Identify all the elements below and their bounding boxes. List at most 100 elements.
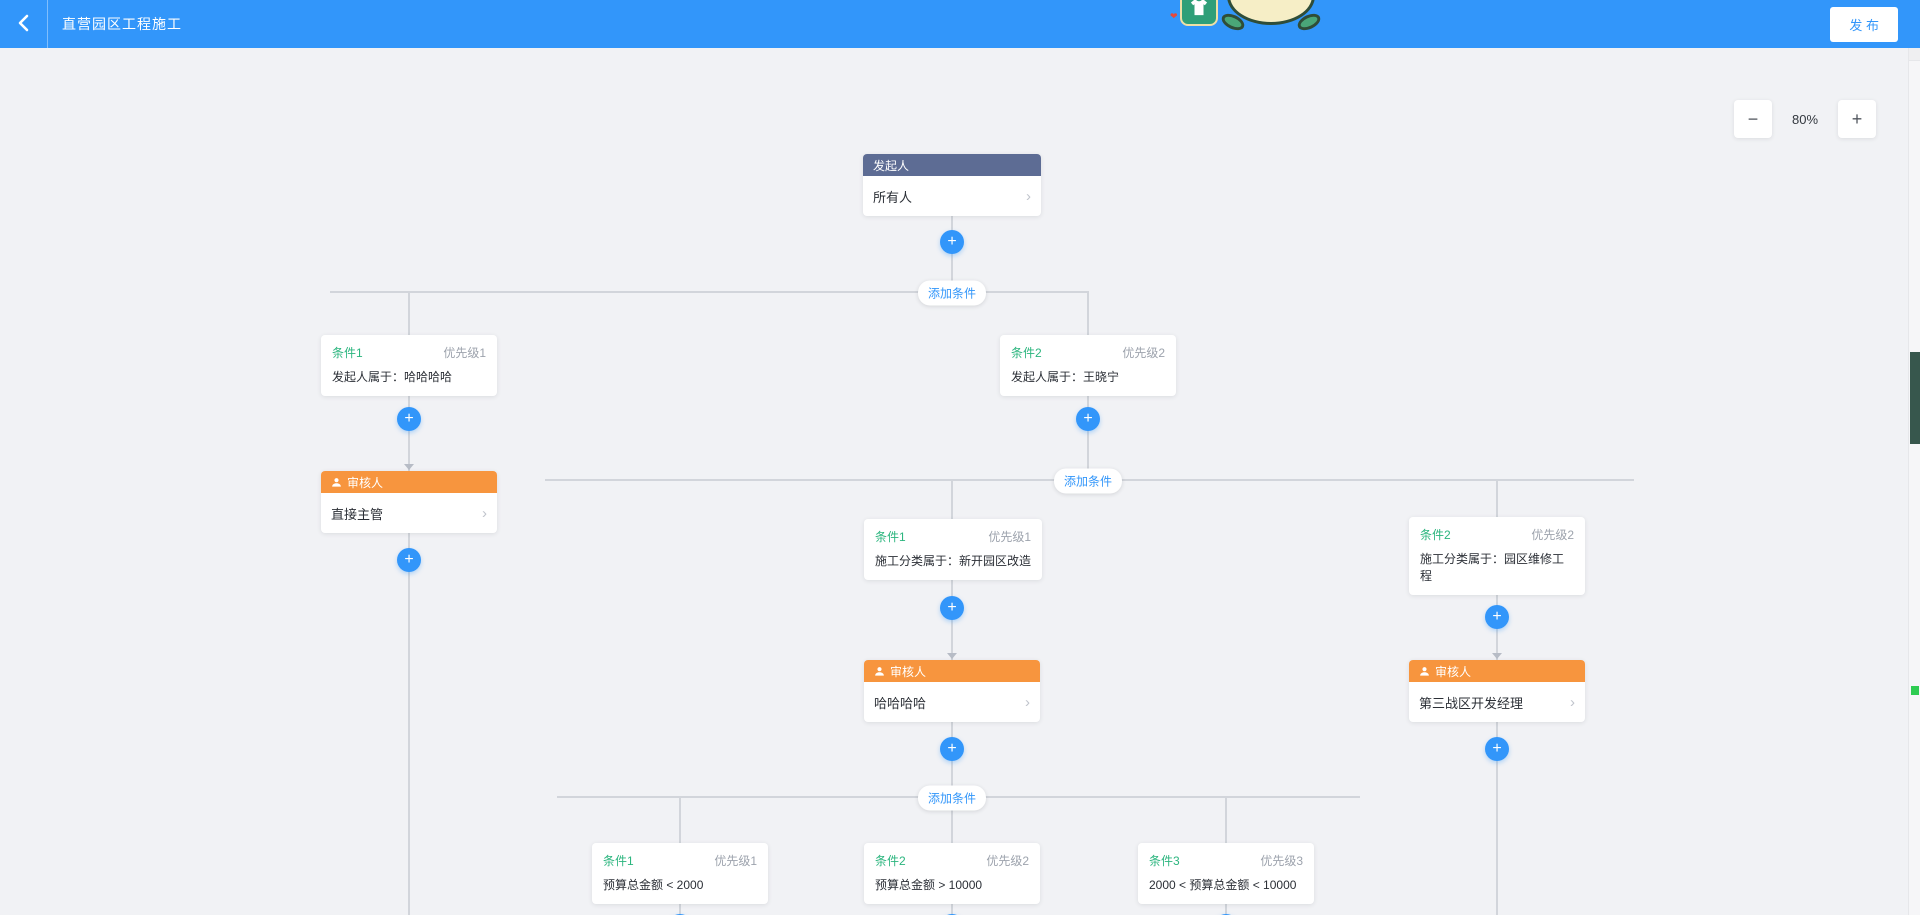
connector-line (951, 480, 953, 519)
scrollbar-thumb[interactable] (1910, 352, 1920, 444)
connector-line (1225, 797, 1227, 843)
condition-title: 条件1 (603, 854, 634, 868)
add-node-button[interactable]: + (1076, 407, 1100, 431)
connector-line (1496, 480, 1498, 517)
condition-node[interactable]: 条件2 优先级2 施工分类属于：园区维修工程 (1409, 517, 1585, 595)
add-node-button[interactable]: + (397, 548, 421, 572)
condition-title: 条件2 (1011, 346, 1042, 360)
heart-icon: ❤ (1170, 11, 1178, 21)
approver-node[interactable]: 审核人哈哈哈哈 › (864, 660, 1040, 722)
plus-icon: + (1492, 740, 1502, 757)
approver-node[interactable]: 审核人直接主管 › (321, 471, 497, 533)
condition-rule-text: 预算总金额 < 2000 (603, 878, 704, 892)
zoom-in-button[interactable]: + (1838, 100, 1876, 138)
add-node-button[interactable]: + (940, 230, 964, 254)
scrollbar-up-button[interactable] (1909, 48, 1920, 61)
node-type-label: 审核人 (890, 664, 927, 679)
condition-priority: 优先级2 (1531, 528, 1574, 542)
condition-node[interactable]: 条件1 优先级1 预算总金额 < 2000 (592, 843, 768, 904)
chevron-right-icon: › (482, 504, 487, 522)
condition-title: 条件3 (1149, 854, 1180, 868)
mascot-foot (1295, 10, 1323, 34)
plus-icon: + (947, 740, 957, 757)
condition-rule-text: 发起人属于：哈哈哈哈 (332, 370, 453, 384)
condition-rule-text: 预算总金额 > 10000 (875, 878, 983, 892)
zoom-out-button[interactable]: − (1734, 100, 1772, 138)
connector-line (679, 797, 681, 843)
condition-title: 条件2 (1420, 528, 1451, 542)
arrow-down-icon (1492, 653, 1502, 659)
mascot-foot (1219, 10, 1247, 34)
plus-icon: + (947, 233, 957, 250)
condition-priority: 优先级2 (986, 854, 1029, 868)
condition-rule-text: 发起人属于：王晓宁 (1011, 370, 1120, 384)
chevron-right-icon: › (1025, 693, 1030, 711)
add-condition-button[interactable]: 添加条件 (917, 785, 987, 811)
connector-line (330, 291, 1089, 293)
connector-line (408, 392, 410, 471)
mascot-sticker (1219, 0, 1323, 34)
scrollbar-marker (1911, 686, 1919, 695)
node-value-label: 哈哈哈哈 (874, 695, 927, 711)
connector-line (951, 797, 953, 843)
add-node-button[interactable]: + (397, 407, 421, 431)
condition-node[interactable]: 条件1 优先级1 发起人属于：哈哈哈哈 (321, 335, 497, 396)
add-condition-button[interactable]: 添加条件 (1053, 468, 1123, 494)
zoom-level: 80% (1791, 111, 1819, 127)
add-node-button[interactable]: + (1485, 605, 1509, 629)
add-node-button[interactable]: + (940, 596, 964, 620)
connector-line (1087, 292, 1089, 335)
connector-line (1496, 722, 1498, 915)
plus-icon: + (1083, 410, 1093, 427)
publish-button[interactable]: 发 布 (1830, 6, 1898, 42)
tshirt-icon (1188, 0, 1210, 21)
plus-icon: + (947, 599, 957, 616)
connector-line (951, 900, 953, 915)
node-value-label: 直接主管 (331, 506, 384, 522)
plus-icon: + (404, 551, 414, 568)
node-value-label: 所有人 (873, 189, 913, 205)
condition-priority: 优先级1 (714, 854, 757, 868)
vertical-scrollbar[interactable] (1908, 48, 1920, 915)
chevron-right-icon: › (1570, 693, 1575, 711)
initiator-node[interactable]: 发起人所有人 › (863, 154, 1041, 216)
condition-title: 条件1 (332, 346, 363, 360)
node-value-label: 第三战区开发经理 (1419, 695, 1524, 711)
app-header: 直营园区工程施工 ❤ 发 布 (0, 0, 1920, 48)
add-node-button[interactable]: + (940, 737, 964, 761)
user-icon (874, 666, 885, 677)
node-type-label: 发起人 (873, 158, 910, 173)
connector-line (1087, 392, 1089, 480)
page-title: 直营园区工程施工 (62, 16, 182, 32)
tshirt-badge-sticker (1180, 0, 1218, 26)
condition-priority: 优先级2 (1122, 346, 1165, 360)
condition-priority: 优先级1 (443, 346, 486, 360)
connector-line (408, 292, 410, 335)
arrow-down-icon (404, 464, 414, 470)
add-node-button[interactable]: + (1485, 737, 1509, 761)
zoom-controls: − 80% + (1734, 100, 1876, 138)
chevron-left-icon (14, 13, 34, 36)
node-type-label: 审核人 (347, 475, 384, 490)
connector-line (679, 900, 681, 915)
connector-line (408, 533, 410, 915)
user-icon (1419, 666, 1430, 677)
approver-node[interactable]: 审核人第三战区开发经理› (1409, 660, 1585, 722)
condition-rule-text: 施工分类属于：园区维修工程 (1420, 552, 1565, 583)
condition-priority: 优先级3 (1260, 854, 1303, 868)
condition-priority: 优先级1 (988, 530, 1031, 544)
chevron-right-icon: › (1026, 187, 1031, 205)
back-button[interactable] (0, 0, 48, 48)
condition-title: 条件1 (875, 530, 906, 544)
user-icon (331, 477, 342, 488)
condition-title: 条件2 (875, 854, 906, 868)
add-condition-button[interactable]: 添加条件 (917, 280, 987, 306)
plus-icon: + (404, 410, 414, 427)
arrow-down-icon (947, 653, 957, 659)
